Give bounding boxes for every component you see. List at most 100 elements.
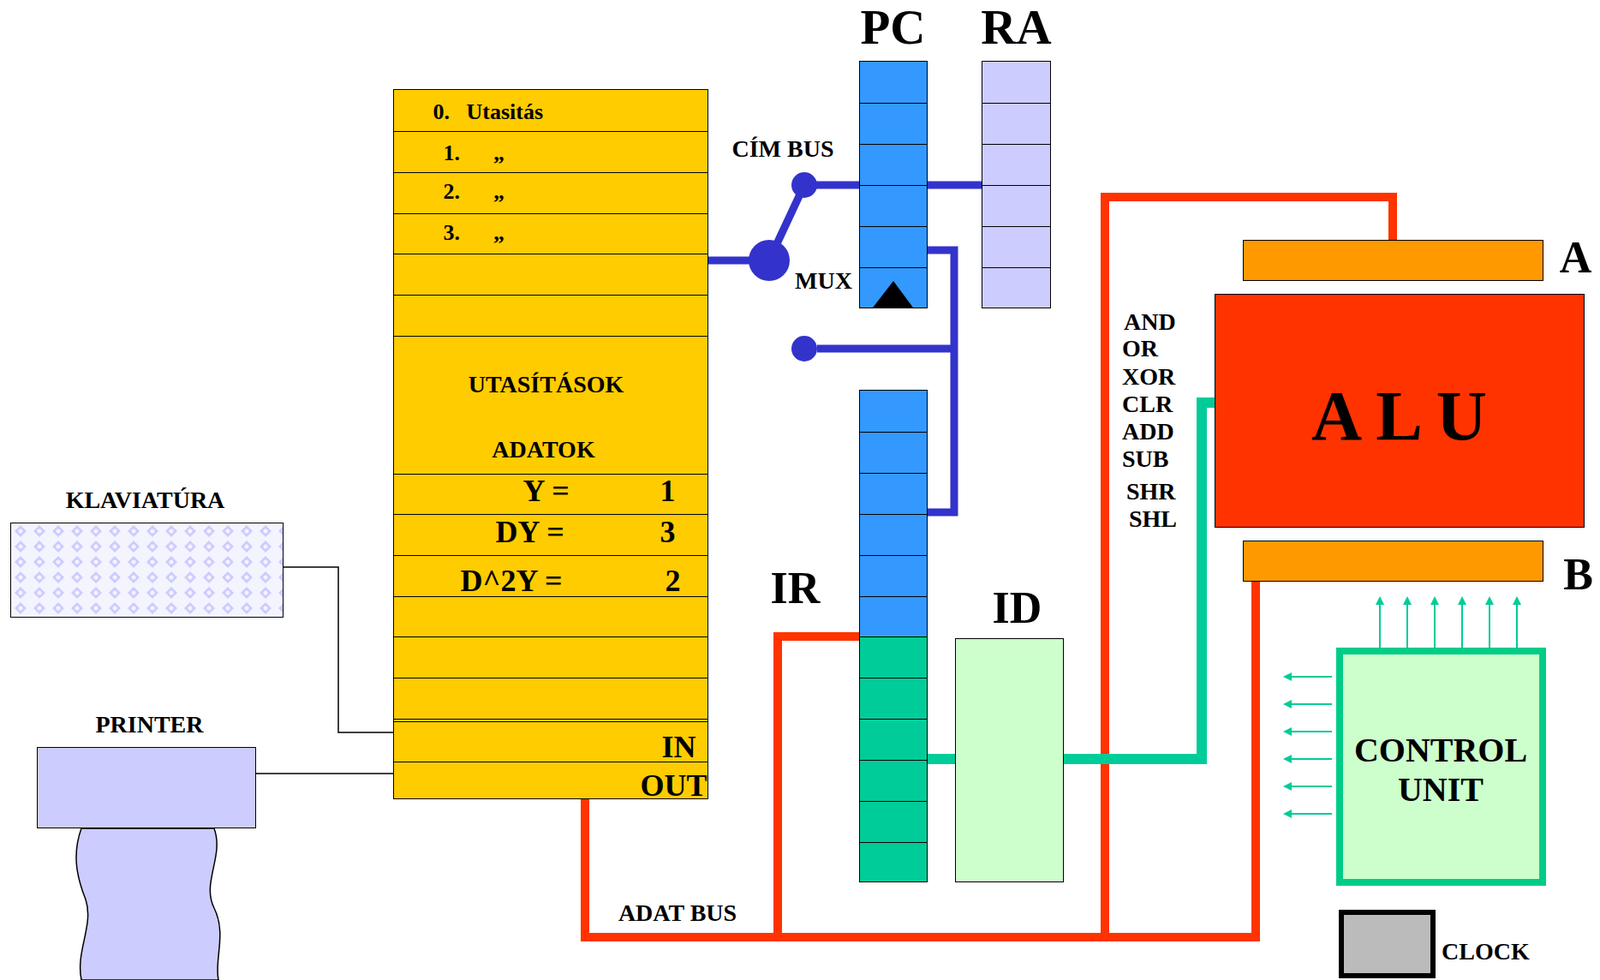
control-arrow <box>1516 597 1518 648</box>
block-label: Y = <box>523 474 570 509</box>
key-field <box>11 523 283 617</box>
mux-circle: MUX <box>748 239 790 281</box>
register-cell-line <box>982 102 1051 104</box>
control-arrow <box>1379 597 1381 648</box>
alu-operation: AND <box>1123 309 1177 336</box>
memory-row-line <box>394 335 708 337</box>
block-label: 0. Utasitás <box>433 99 544 125</box>
bus-connector <box>708 256 749 265</box>
register-cell-line <box>859 102 927 104</box>
alu-operation: SUB <box>1122 446 1169 473</box>
memory-row-line <box>394 555 708 556</box>
register-cell-line <box>859 185 927 186</box>
alu-operation: XOR <box>1122 364 1176 391</box>
register-pc: PC <box>859 60 928 309</box>
register-cell-line <box>859 555 927 556</box>
memory-row-line <box>394 131 708 132</box>
control-arrow <box>1284 703 1332 705</box>
register-cell-line <box>859 431 927 433</box>
block-label: IN <box>661 730 696 765</box>
instruction-decoder: ID <box>955 638 1064 883</box>
mux-input-dot <box>791 335 818 362</box>
bus-label: CÍM BUS <box>731 136 834 163</box>
memory-row-line <box>394 213 708 215</box>
register-cell-line <box>859 143 927 145</box>
address-wire <box>817 345 955 353</box>
control-arrow <box>1488 597 1491 648</box>
block-label: DY = <box>495 515 565 550</box>
control-arrow <box>1461 597 1463 648</box>
block-label: PC <box>860 0 926 54</box>
block-label: 2 <box>665 564 681 599</box>
register-cell-line <box>859 759 927 761</box>
keyboard: KLAVIATÚRA <box>10 522 284 618</box>
alu-operation: CLR <box>1122 391 1173 418</box>
block-label: 1 <box>660 474 676 509</box>
control-unit: CONTROL UNIT <box>1336 647 1547 886</box>
control-arrow <box>1284 730 1332 733</box>
register-ir: IR <box>859 389 928 883</box>
alu-operation: SHL <box>1128 506 1177 533</box>
block-label: 3 <box>660 515 676 550</box>
memory-row-line <box>394 721 708 723</box>
register-cell-line <box>859 226 927 227</box>
alu-block: A L U <box>1214 293 1585 528</box>
register-cell-line <box>859 677 927 679</box>
bus-connector <box>927 753 956 765</box>
block-label: A <box>1559 232 1593 282</box>
register-cell-line <box>859 636 927 638</box>
block-label: PRINTER <box>95 710 203 738</box>
block-label: RA <box>980 0 1051 54</box>
block-label: IR <box>770 563 821 613</box>
control-arrow <box>1284 758 1332 760</box>
control-arrow <box>1284 785 1332 788</box>
register-cell-line <box>982 143 1051 145</box>
control-arrow <box>1406 597 1409 648</box>
block-label: ADATOK <box>491 435 595 463</box>
printer-paper <box>76 828 221 980</box>
block-label: MUX <box>794 268 853 295</box>
register-cell-line <box>859 800 927 802</box>
register-cell-line <box>859 472 927 474</box>
memory-block: 0. Utasitás1. „2. „3. „UTASÍTÁSOKADATOKY… <box>393 89 709 800</box>
memory-row-line <box>394 172 708 174</box>
register-a: A <box>1242 239 1544 281</box>
register-cell-line <box>859 596 927 598</box>
block-label: KLAVIATÚRA <box>65 486 226 514</box>
memory-row-line <box>394 636 708 638</box>
register-cell-line <box>859 718 927 720</box>
block-label: UTASÍTÁSOK <box>468 370 625 398</box>
register-cell-line <box>982 185 1051 186</box>
bus-label: ADAT BUS <box>618 900 737 927</box>
keyboard-keys <box>11 523 283 617</box>
triangle-mark <box>872 280 914 308</box>
bus-connector <box>1063 402 1215 759</box>
block-label: 1. „ <box>443 140 506 166</box>
register-b: B <box>1242 540 1544 582</box>
control-arrow <box>1433 597 1436 648</box>
printer: PRINTER <box>36 746 257 829</box>
alu-operation: ADD <box>1122 418 1175 446</box>
bus-connector <box>283 567 394 733</box>
block-label: 3. „ <box>443 220 506 245</box>
memory-row-line <box>394 718 708 720</box>
bus-connector <box>927 250 955 513</box>
clock: CLOCK <box>1338 909 1436 979</box>
bus-connector <box>256 772 394 775</box>
register-cell-line <box>859 267 927 269</box>
memory-row-line <box>394 761 708 763</box>
register-ra: RA <box>981 60 1051 309</box>
bus-connector <box>777 185 860 242</box>
alu-operation: OR <box>1122 335 1159 363</box>
alu-operation: SHR <box>1126 478 1177 506</box>
bus-connector <box>927 181 982 190</box>
register-cell-line <box>859 513 927 515</box>
register-cell-line <box>859 841 927 843</box>
block-label: D^2Y = <box>460 564 563 599</box>
block-label: B <box>1563 549 1594 599</box>
block-title: CONTROL UNIT <box>1350 730 1531 810</box>
memory-row-line <box>394 253 708 255</box>
block-label: OUT <box>639 769 707 804</box>
counter-triangle <box>859 60 928 309</box>
